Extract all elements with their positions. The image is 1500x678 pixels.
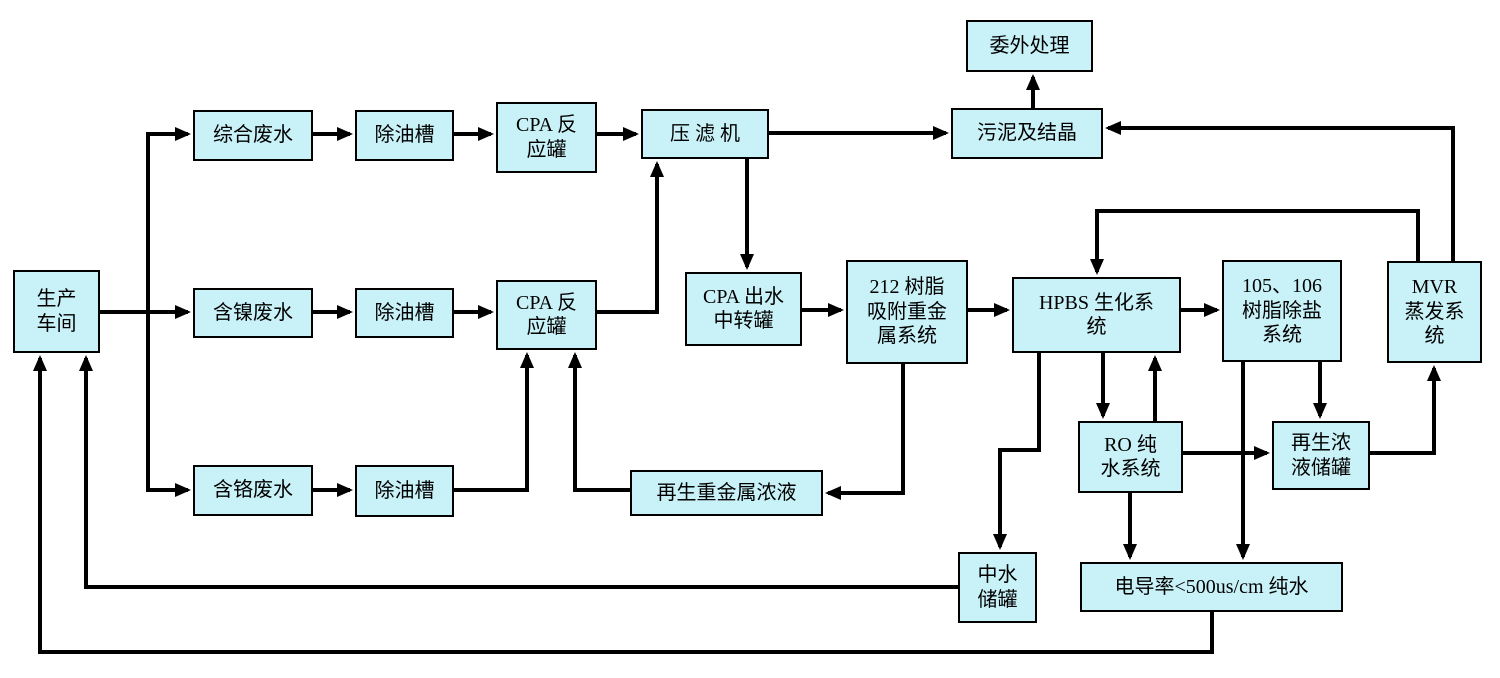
node-label-cpa-effluent-transfer: CPA 出水 中转罐 xyxy=(703,285,784,332)
node-cpa-reaction-tank-1: CPA 反 应罐 xyxy=(496,102,597,173)
node-label-production-workshop: 生产 车间 xyxy=(36,288,77,335)
flow-arrows xyxy=(33,74,1455,654)
node-label-reclaimed-water-tank: 中水 储罐 xyxy=(977,564,1018,611)
node-label-comprehensive-wastewater: 综合废水 xyxy=(213,124,293,147)
node-label-cpa-reaction-tank-2: CPA 反 应罐 xyxy=(516,291,577,338)
node-label-conductivity-pure-water: 电导率<500us/cm 纯水 xyxy=(1114,575,1309,598)
node-label-regen-concentrate-tank: 再生浓 液储罐 xyxy=(1291,432,1351,479)
flow-arrow-cpa2-to-filterpress xyxy=(597,161,664,314)
node-sludge-and-crystal: 污泥及结晶 xyxy=(951,108,1103,159)
node-label-nickel-wastewater: 含镍废水 xyxy=(213,301,293,324)
node-label-resin-105-106-system: 105、106 树脂除盐 系统 xyxy=(1242,275,1322,347)
node-label-resin-212-system: 212 树脂 吸附重金 属系统 xyxy=(867,276,947,348)
node-outsourced-treatment: 委外处理 xyxy=(966,20,1093,72)
node-filter-press: 压 滤 机 xyxy=(641,109,769,159)
node-hpbs-bio-system: HPBS 生化系 统 xyxy=(1012,277,1181,353)
node-label-sludge-and-crystal: 污泥及结晶 xyxy=(977,122,1077,145)
node-regen-heavy-metal-liquid: 再生重金属浓液 xyxy=(630,470,823,516)
node-label-chromium-wastewater: 含铬废水 xyxy=(213,479,293,502)
node-label-hpbs-bio-system: HPBS 生化系 统 xyxy=(1038,291,1155,338)
node-ro-pure-water-system: RO 纯 水系统 xyxy=(1078,421,1183,493)
node-label-filter-press: 压 滤 机 xyxy=(670,122,740,145)
node-production-workshop: 生产 车间 xyxy=(13,270,100,353)
flow-arrow-trunk-to-chromium xyxy=(146,312,191,497)
node-label-regen-heavy-metal-liquid: 再生重金属浓液 xyxy=(656,481,797,504)
flow-arrow-hpbs-to-reclaimedtank xyxy=(993,353,1041,550)
flow-arrow-conductivity-to-workshop xyxy=(33,355,1214,654)
node-oil-removal-tank-3: 除油槽 xyxy=(355,465,454,517)
flow-arrow-resin212-to-regenliquid xyxy=(825,364,905,500)
flow-arrow-regenliquid-to-cpa2 xyxy=(568,352,630,492)
node-mvr-evaporation-system: MVR 蒸发系 统 xyxy=(1387,261,1482,363)
flow-arrow-regentank-to-mvr xyxy=(1370,365,1441,455)
node-label-oil-removal-tank-2: 除油槽 xyxy=(374,301,435,324)
node-oil-removal-tank-1: 除油槽 xyxy=(355,110,454,161)
node-conductivity-pure-water: 电导率<500us/cm 纯水 xyxy=(1080,562,1343,612)
flow-arrow-oiltank3-to-cpa2 xyxy=(454,352,534,492)
flow-arrow-trunk-to-comprehensive xyxy=(146,127,191,312)
flow-arrow-mvr-to-hpbs xyxy=(1090,209,1420,275)
node-label-oil-removal-tank-1: 除油槽 xyxy=(374,124,435,147)
flow-arrow-reclaimedtank-to-workshop xyxy=(79,355,958,589)
node-cpa-reaction-tank-2: CPA 反 应罐 xyxy=(496,280,597,350)
node-comprehensive-wastewater: 综合废水 xyxy=(193,110,313,161)
node-label-outsourced-treatment: 委外处理 xyxy=(989,34,1070,57)
node-cpa-effluent-transfer: CPA 出水 中转罐 xyxy=(685,272,802,346)
node-label-cpa-reaction-tank-1: CPA 反 应罐 xyxy=(516,114,577,161)
node-oil-removal-tank-2: 除油槽 xyxy=(355,288,454,338)
node-label-ro-pure-water-system: RO 纯 水系统 xyxy=(1100,433,1161,480)
node-nickel-wastewater: 含镍废水 xyxy=(193,288,313,338)
node-chromium-wastewater: 含铬废水 xyxy=(193,465,313,516)
node-resin-105-106-system: 105、106 树脂除盐 系统 xyxy=(1222,260,1342,362)
node-label-oil-removal-tank-3: 除油槽 xyxy=(374,479,435,502)
flow-arrow-mvr-to-sludge xyxy=(1105,121,1455,261)
node-reclaimed-water-tank: 中水 储罐 xyxy=(958,552,1037,623)
node-resin-212-system: 212 树脂 吸附重金 属系统 xyxy=(846,260,968,364)
node-regen-concentrate-tank: 再生浓 液储罐 xyxy=(1272,421,1370,490)
node-label-mvr-evaporation-system: MVR 蒸发系 统 xyxy=(1404,276,1465,348)
